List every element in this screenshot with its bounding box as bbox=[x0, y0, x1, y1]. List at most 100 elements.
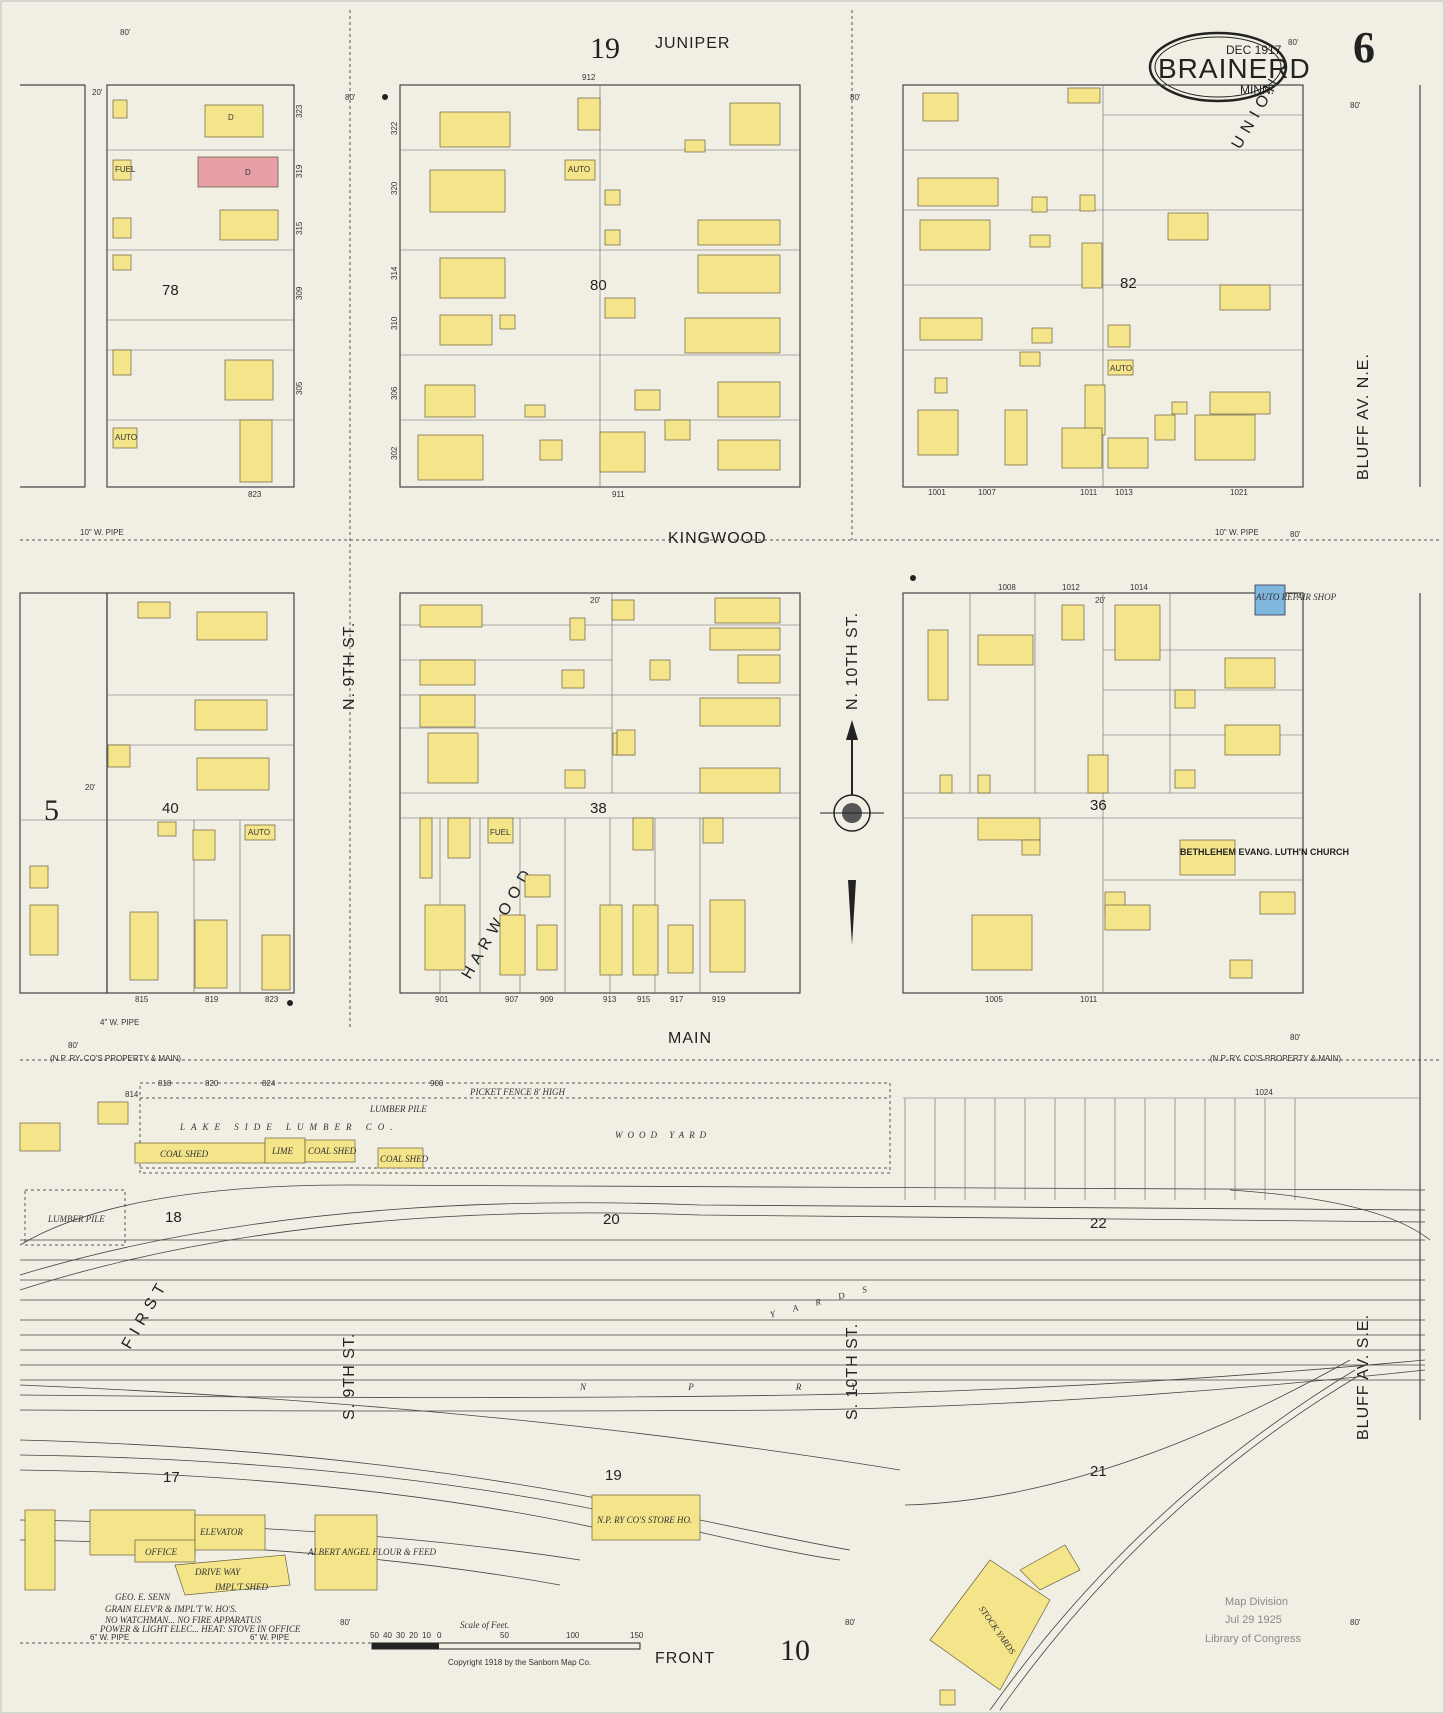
house-number-900: 900 bbox=[430, 1079, 444, 1088]
house-number-823-main: 823 bbox=[265, 995, 279, 1004]
dwelling bbox=[917, 177, 999, 207]
block-number-20: 20 bbox=[603, 1211, 620, 1228]
lumber-yard-outline bbox=[139, 1082, 891, 1174]
block-number-18: 18 bbox=[165, 1209, 182, 1226]
shed bbox=[1021, 839, 1041, 856]
house-number-1011: 1011 bbox=[1080, 488, 1098, 497]
dwelling bbox=[439, 257, 506, 299]
street-front: FRONT bbox=[655, 1650, 715, 1667]
hydrant-icon bbox=[382, 94, 388, 100]
building bbox=[112, 217, 132, 239]
dwelling bbox=[219, 209, 279, 241]
building bbox=[577, 97, 601, 131]
city-cartouche: DEC 1917 BRAINERD MINN. bbox=[1148, 31, 1311, 103]
building bbox=[24, 1509, 56, 1591]
building bbox=[1081, 242, 1103, 289]
dwelling bbox=[1209, 391, 1271, 415]
building bbox=[112, 99, 128, 119]
city-name: BRAINERD bbox=[1158, 53, 1311, 84]
pipe-label-kingwood-east: 10" W. PIPE bbox=[1215, 528, 1259, 537]
coal-shed-2 bbox=[304, 1139, 356, 1163]
dwelling bbox=[427, 732, 479, 784]
auto-repair-shop bbox=[1254, 584, 1286, 616]
dwelling bbox=[599, 904, 623, 976]
shed bbox=[524, 874, 551, 898]
shed bbox=[616, 729, 636, 756]
auto-mark: AUTO bbox=[248, 828, 270, 837]
block-number-38: 38 bbox=[590, 800, 607, 817]
dwelling bbox=[977, 634, 1034, 666]
width-label-top-right: 80' bbox=[1288, 38, 1299, 47]
scale-tick-10: 10 bbox=[422, 1631, 431, 1640]
np-ry-label: N P RY bbox=[579, 1382, 906, 1392]
church-label: BETHLEHEM EVANG. LUTH'N CHURCH bbox=[1180, 847, 1349, 857]
dwelling bbox=[919, 317, 983, 341]
senn-note: NO WATCHMAN... NO FIRE APPARATUS bbox=[104, 1615, 262, 1625]
buildings-block-82 bbox=[917, 87, 1271, 469]
width-label-main-west: 80' bbox=[68, 1041, 79, 1050]
house-number-309: 309 bbox=[295, 286, 304, 300]
width-label-20-78: 20' bbox=[92, 88, 103, 97]
dwelling bbox=[697, 219, 781, 246]
dwelling bbox=[599, 431, 646, 473]
building bbox=[29, 904, 59, 956]
street-main: MAIN bbox=[668, 1030, 712, 1047]
building bbox=[447, 817, 471, 859]
dwelling bbox=[239, 419, 273, 483]
auto-garage bbox=[564, 159, 596, 181]
stock-yard-pen bbox=[929, 1559, 1051, 1691]
buildings-block-38 bbox=[419, 597, 781, 976]
map-date: DEC 1917 bbox=[1226, 43, 1282, 57]
auto-mark: AUTO bbox=[568, 165, 590, 174]
width-label-20-west: 20' bbox=[85, 783, 96, 792]
wood-yard-label: WOOD YARD bbox=[615, 1130, 711, 1140]
dwelling bbox=[536, 924, 558, 971]
pipe-label-front-east: 6" W. PIPE bbox=[250, 1633, 289, 1642]
house-number-824: 824 bbox=[262, 1079, 276, 1088]
building bbox=[1167, 212, 1209, 241]
house-number-1024: 1024 bbox=[1255, 1088, 1273, 1097]
building bbox=[977, 817, 1041, 841]
width-label-top-left: 80' bbox=[120, 28, 131, 37]
building bbox=[107, 744, 131, 768]
shed bbox=[1019, 351, 1041, 367]
church bbox=[1179, 839, 1236, 876]
lumber-pile-label: LUMBER PILE bbox=[369, 1104, 427, 1114]
building bbox=[1107, 324, 1131, 348]
shed bbox=[977, 774, 991, 794]
auto-garage bbox=[1174, 769, 1196, 789]
fuel-shed bbox=[112, 159, 132, 181]
house-number-315: 315 bbox=[295, 221, 304, 235]
np-property-label-west: (N.P. RY. CO'S PROPERTY & MAIN) bbox=[50, 1054, 181, 1063]
block-number-78: 78 bbox=[162, 282, 179, 299]
compass-rose bbox=[820, 720, 884, 945]
street-n-10th: N. 10TH ST. bbox=[844, 612, 861, 710]
driveway-label: DRIVE WAY bbox=[194, 1567, 241, 1577]
albert-angel-building bbox=[314, 1514, 378, 1591]
dwelling bbox=[429, 169, 506, 213]
dwelling bbox=[684, 317, 781, 354]
shed bbox=[499, 314, 516, 330]
auto-garage bbox=[604, 297, 636, 319]
lumber-co-label: LAKE SIDE LUMBER CO. bbox=[179, 1122, 399, 1132]
fuel-shed bbox=[634, 389, 661, 411]
shed bbox=[524, 404, 546, 418]
dwelling bbox=[632, 904, 659, 976]
dwelling bbox=[714, 597, 781, 624]
block-80-lots bbox=[400, 85, 800, 487]
dwelling bbox=[194, 699, 268, 731]
scale-tick-150: 150 bbox=[630, 1631, 644, 1640]
buildings-block-80 bbox=[417, 97, 781, 481]
building bbox=[1087, 754, 1109, 794]
scale-tick-40: 40 bbox=[383, 1631, 392, 1640]
store-tobacco bbox=[261, 934, 291, 991]
street-bluff-ne: BLUFF AV. N.E. bbox=[1355, 353, 1372, 480]
house-number-320: 320 bbox=[390, 181, 399, 195]
senn-grain-elevator: OFFICE ELEVATOR DRIVE WAY IMPL'T SHED GE… bbox=[24, 1509, 301, 1634]
block-number-22: 22 bbox=[1090, 1215, 1107, 1232]
dwelling bbox=[699, 697, 781, 727]
shed bbox=[934, 377, 948, 394]
brick-dwelling bbox=[197, 156, 279, 188]
